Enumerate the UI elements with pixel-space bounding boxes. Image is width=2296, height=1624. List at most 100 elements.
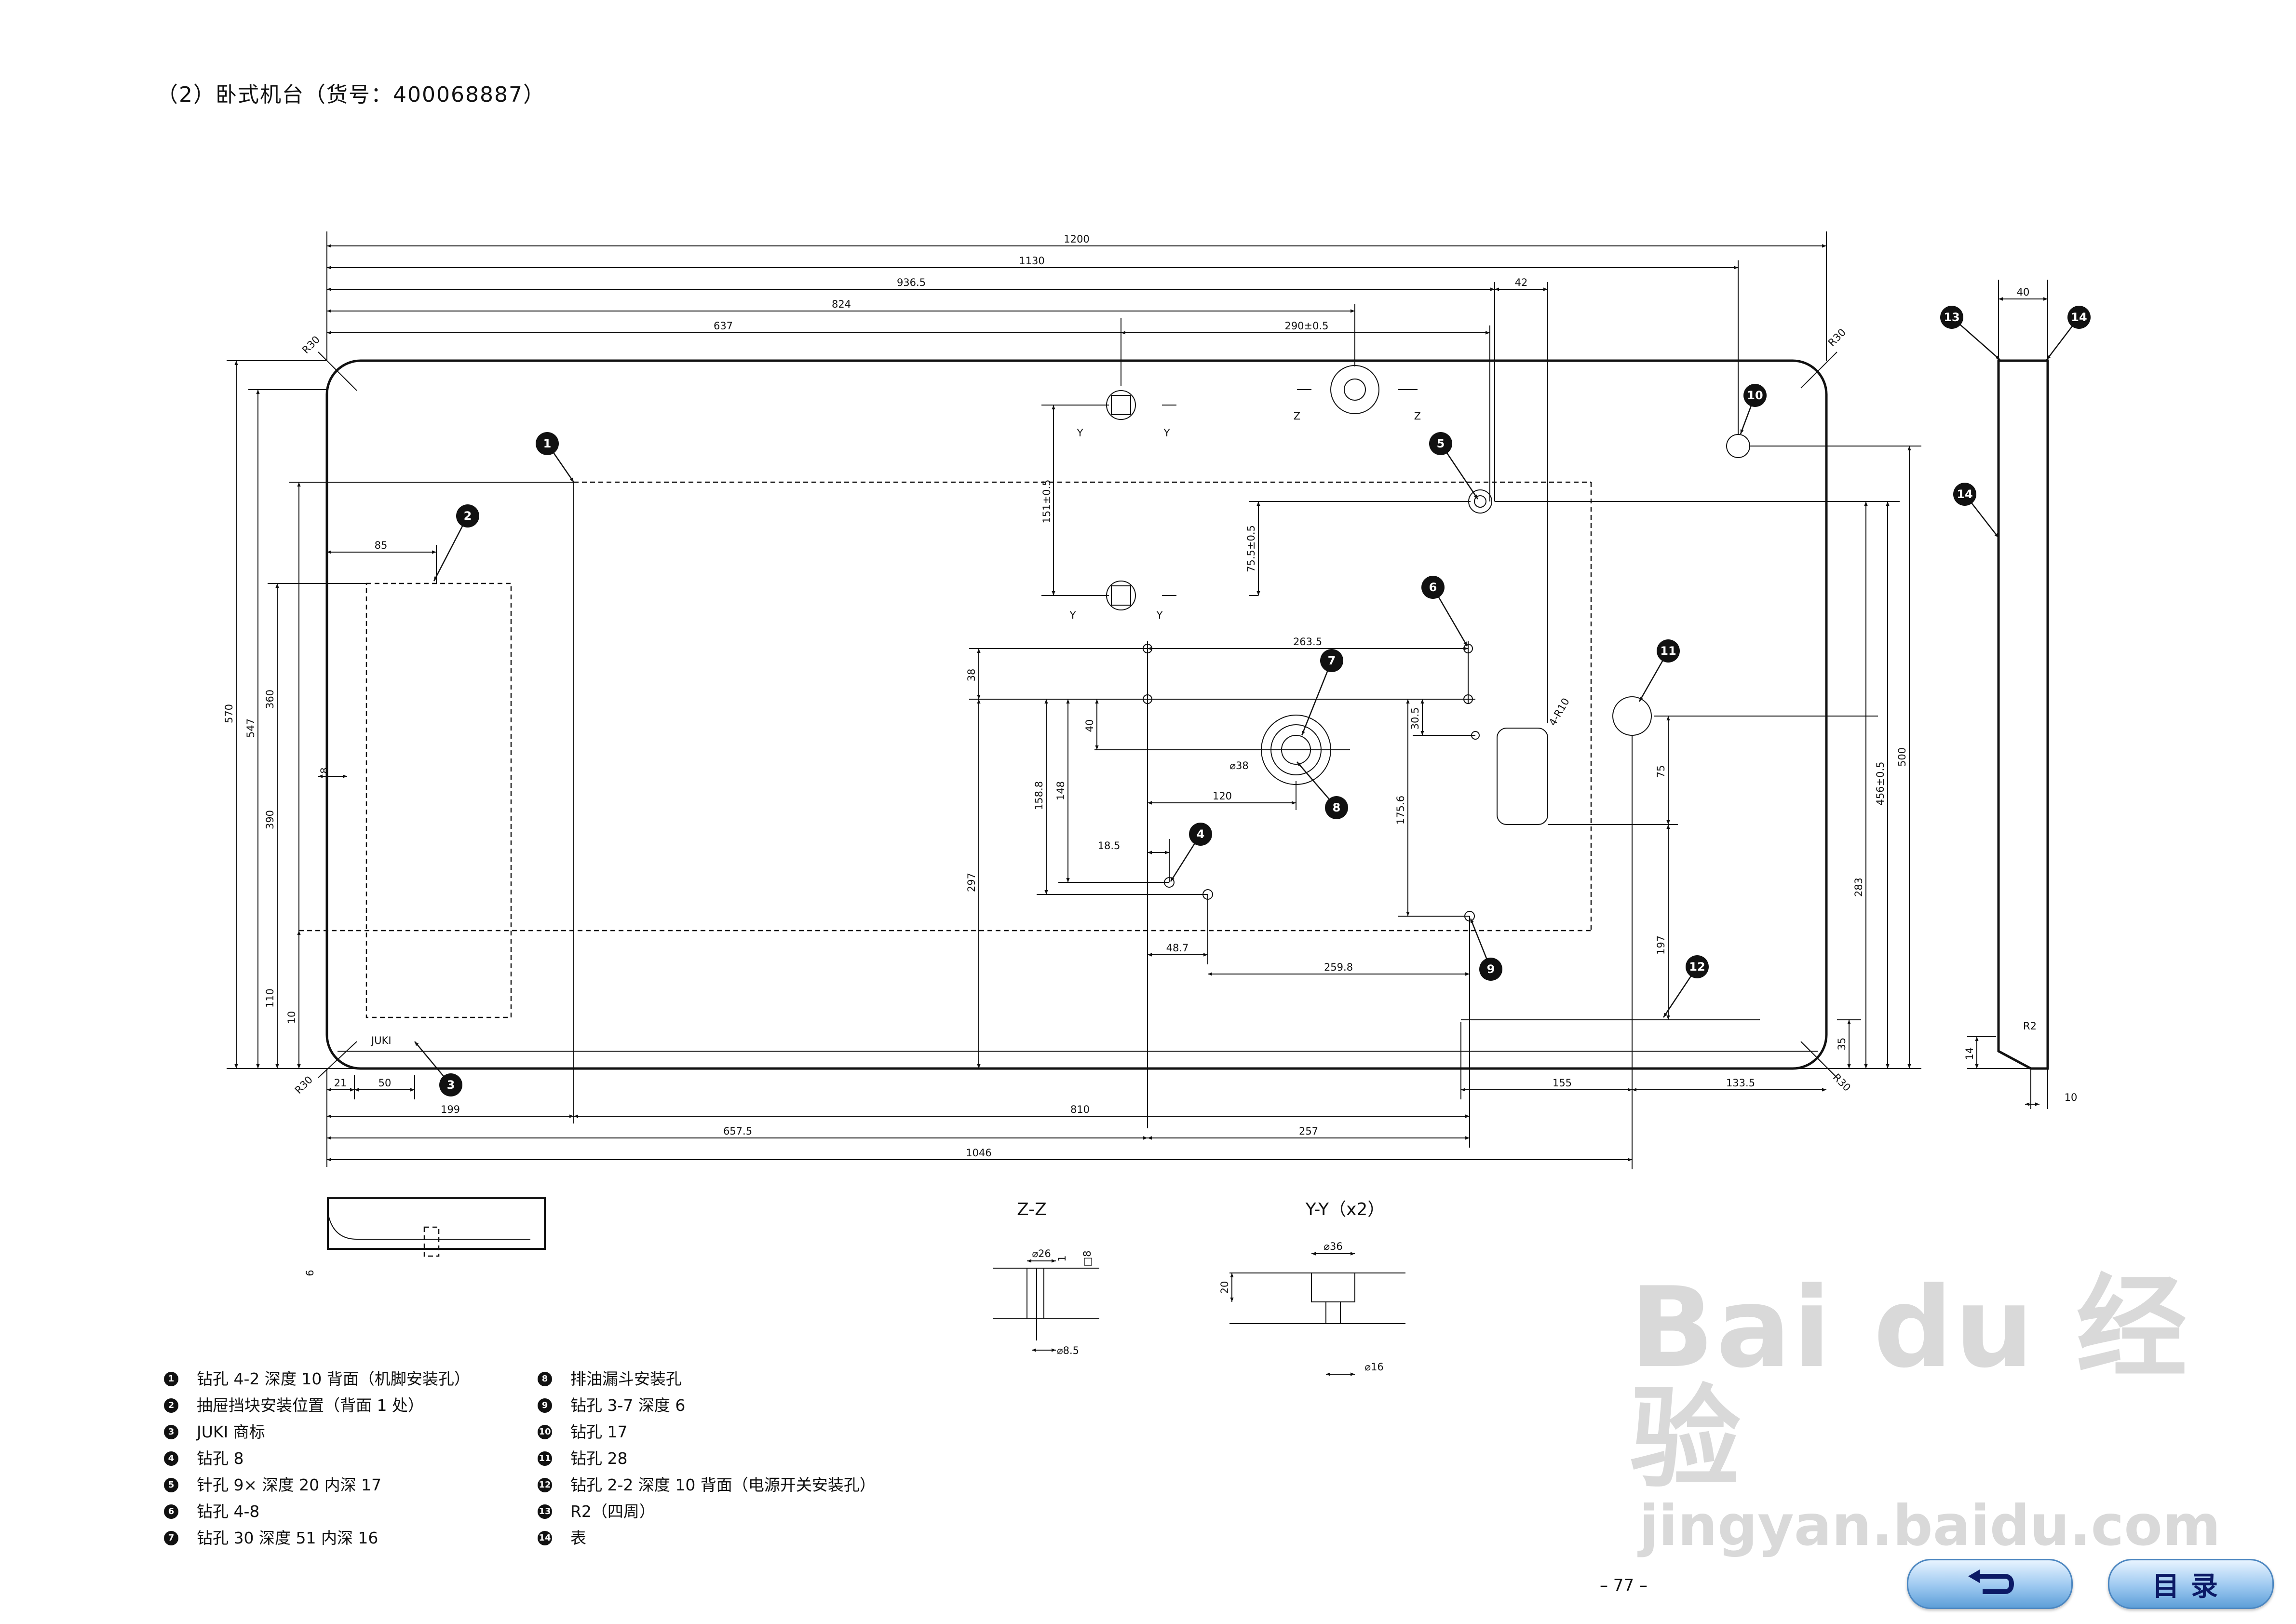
section-mark: Y (1163, 427, 1170, 439)
legend-number: 5 (164, 1477, 178, 1492)
dimension-label: 290±0.5 (1284, 320, 1328, 332)
dimension-label: 10 (2065, 1092, 2078, 1103)
dimension-label: 18.5 (1098, 840, 1121, 852)
legend-number: 2 (164, 1398, 178, 1413)
dimension-label: 38 (966, 669, 977, 682)
legend-text: R2（四周） (570, 1502, 655, 1521)
callout-12: 12 (1662, 955, 1709, 1018)
callout-number: 14 (2071, 311, 2087, 324)
baidu-watermark: Bai du 经验 jingyan.baidu.com (1630, 1273, 2296, 1557)
dimension-label: 30.5 (1409, 707, 1421, 730)
legend-number: 4 (164, 1451, 178, 1466)
legend-number: 3 (164, 1424, 178, 1439)
legend-text: 表 (570, 1529, 586, 1547)
dimension-lines (234, 244, 2048, 1162)
callout-7: 7 (1301, 649, 1343, 736)
callout-number: 1 (543, 437, 552, 450)
hole-28 (1612, 696, 1652, 736)
bolt-hole-y-bottom (1111, 585, 1131, 606)
callout-14: 14 (1953, 483, 1999, 538)
dimension-label: 259.8 (1324, 961, 1353, 973)
dimension-label: 1046 (966, 1147, 991, 1159)
callout-9: 9 (1470, 918, 1502, 981)
dimension-label: 570 (223, 704, 235, 723)
dimension-label: 75 (1655, 765, 1667, 778)
dimension-label: 75.5±0.5 (1245, 525, 1257, 572)
section-mark: Y (1077, 427, 1083, 439)
dimension-label: 6 (304, 1270, 316, 1276)
callout-8: 8 (1297, 761, 1348, 819)
back-button[interactable] (1907, 1559, 2073, 1609)
legend-text: 针孔 9× 深度 20 内深 17 (197, 1475, 382, 1494)
callout-4: 4 (1170, 823, 1212, 882)
section-yy (1229, 1252, 1405, 1376)
dimension-label: 8 (319, 767, 330, 773)
callout-10: 10 (1740, 384, 1767, 434)
callout-number: 4 (1197, 827, 1205, 841)
dimension-label: 500 (1896, 747, 1908, 767)
dimension-label: 148 (1055, 781, 1067, 800)
dimension-label: 50 (378, 1077, 392, 1089)
dimension-label: 20 (1219, 1281, 1230, 1294)
dimension-label: 810 (1070, 1104, 1090, 1115)
page-title: （2）卧式机台（货号：400068887） (157, 82, 545, 107)
dimension-label: 35 (1836, 1038, 1848, 1051)
toc-button[interactable]: 目录 (2108, 1559, 2274, 1609)
dimension-label: ⌀38 (1229, 760, 1248, 771)
callout-number: 14 (1957, 487, 1972, 501)
section-zz (993, 1259, 1099, 1352)
bolt-hole-y-top (1111, 395, 1131, 415)
legend-item: 5 针孔 9× 深度 20 内深 17 (164, 1472, 470, 1498)
dimension-label: 14 (1964, 1047, 1975, 1060)
dimension-label: 175.6 (1395, 796, 1406, 825)
callout-number: 12 (1689, 960, 1705, 974)
dimension-label: 263.5 (1293, 636, 1322, 648)
dimension-label: 199 (441, 1104, 460, 1115)
legend-text: 钻孔 4-2 深度 10 背面（机脚安装孔） (197, 1369, 470, 1388)
callout-number: 11 (1660, 644, 1676, 658)
dimension-label: 1130 (1019, 255, 1044, 267)
callout-number: 10 (1747, 389, 1763, 402)
legend-number: 11 (538, 1451, 552, 1466)
dimension-label: 158.8 (1033, 781, 1045, 810)
dimension-label: 85 (375, 540, 388, 551)
juki-logo: JUKI (370, 1035, 392, 1046)
dimension-label: ⌀16 (1364, 1361, 1383, 1373)
dimension-label: 1200 (1064, 233, 1089, 245)
dimension-label: R2 (2023, 1020, 2037, 1032)
callout-2: 2 (433, 504, 479, 582)
dimension-label: 197 (1655, 935, 1667, 955)
callout-number: 9 (1487, 962, 1495, 976)
callout-14: 14 (2046, 306, 2091, 360)
dimension-label: 42 (1515, 277, 1528, 288)
callout-3: 3 (414, 1041, 462, 1096)
dimension-label: 390 (264, 810, 276, 829)
dimension-label: 151±0.5 (1041, 479, 1053, 523)
callout-13: 13 (1940, 306, 2000, 360)
legend-number: 14 (538, 1530, 552, 1545)
legend-item: 14 表 (538, 1525, 876, 1551)
dimension-label: 456±0.5 (1875, 761, 1886, 805)
dimension-label: 40 (2017, 286, 2030, 298)
watermark-brand: Bai du 经验 (1630, 1264, 2189, 1503)
legend-number: 12 (538, 1477, 552, 1492)
dimension-label: 21 (334, 1077, 347, 1089)
dimension-label: ⌀26 (1032, 1248, 1051, 1259)
page-number: – 77 – (1600, 1576, 1648, 1595)
legend-text: 钻孔 8 (197, 1449, 244, 1468)
callout-number: 2 (464, 509, 472, 523)
dimension-label: 120 (1213, 790, 1232, 802)
callout-6: 6 (1421, 576, 1468, 647)
callout-number: 3 (447, 1078, 455, 1092)
side-profile (1997, 359, 2049, 1070)
legend-text: 钻孔 17 (570, 1422, 628, 1441)
legend-number: 9 (538, 1398, 552, 1413)
legend-number: 13 (538, 1504, 552, 1519)
watermark-url: jingyan.baidu.com (1639, 1493, 2221, 1558)
